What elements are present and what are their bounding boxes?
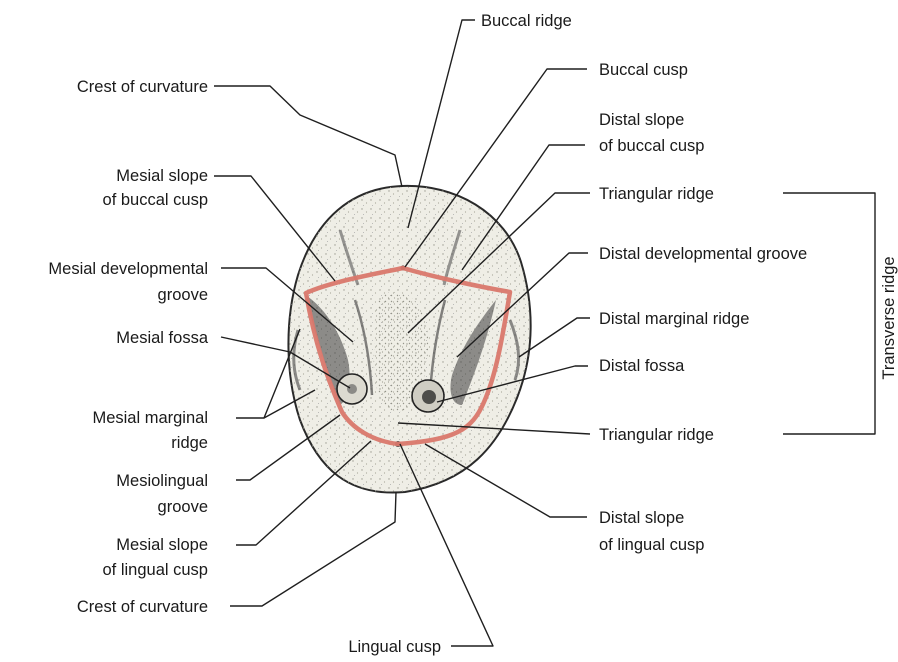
label-distal-marginal-ridge: Distal marginal ridge — [599, 310, 749, 328]
label-distal-slope-lingual-2: of lingual cusp — [599, 536, 705, 554]
label-transverse-ridge: Transverse ridge — [880, 256, 898, 379]
label-mesiolingual-1: Mesiolingual — [116, 472, 208, 490]
label-triangular-ridge-bottom: Triangular ridge — [599, 426, 714, 444]
label-distal-fossa: Distal fossa — [599, 357, 685, 375]
label-crest-bottom: Crest of curvature — [77, 598, 208, 616]
tooth-illustration — [288, 186, 530, 493]
label-distal-slope-buccal-2: of buccal cusp — [599, 137, 704, 155]
label-mesial-dev-groove-1: Mesial developmental — [48, 260, 208, 278]
label-crest-top: Crest of curvature — [77, 78, 208, 96]
label-mesial-marginal-2: ridge — [171, 434, 208, 452]
leader-crest-bottom — [230, 492, 396, 606]
label-mesial-fossa: Mesial fossa — [116, 329, 209, 347]
label-lingual-cusp: Lingual cusp — [348, 638, 441, 656]
label-mesial-slope-buccal-1: Mesial slope — [116, 167, 208, 185]
transverse-ridge-bracket — [783, 193, 875, 434]
label-mesiolingual-2: groove — [158, 498, 208, 516]
label-mesial-slope-lingual-2: of lingual cusp — [103, 561, 209, 579]
label-buccal-ridge: Buccal ridge — [481, 12, 572, 30]
label-mesial-marginal-1: Mesial marginal — [92, 409, 208, 427]
label-mesial-slope-buccal-2: of buccal cusp — [103, 191, 208, 209]
label-buccal-cusp: Buccal cusp — [599, 61, 688, 79]
label-mesial-dev-groove-2: groove — [158, 286, 208, 304]
label-distal-slope-buccal-1: Distal slope — [599, 111, 684, 129]
label-triangular-ridge-top: Triangular ridge — [599, 185, 714, 203]
label-distal-slope-lingual-1: Distal slope — [599, 509, 684, 527]
leader-crest-top — [214, 86, 402, 187]
label-distal-dev-groove: Distal developmental groove — [599, 245, 807, 263]
label-mesial-slope-lingual-1: Mesial slope — [116, 536, 208, 554]
